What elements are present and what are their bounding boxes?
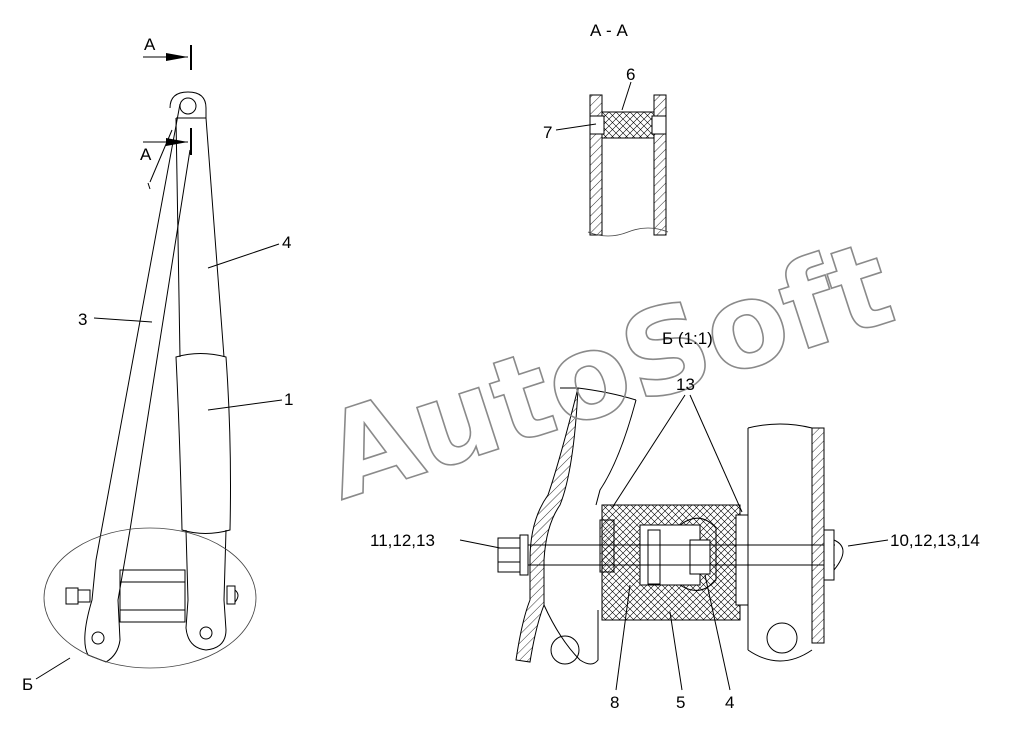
section-aa-title: А - А xyxy=(590,21,628,40)
callout-part-13-top: 13 xyxy=(676,375,695,394)
callout-part-5: 5 xyxy=(676,693,685,712)
callout-part-4-main: 4 xyxy=(282,233,291,252)
section-arrow-top xyxy=(143,45,192,70)
callout-part-7: 7 xyxy=(543,123,552,142)
detail-b-ellipse xyxy=(43,527,257,669)
detail-b-title: Б (1:1) xyxy=(662,329,713,348)
callout-part-1: 1 xyxy=(284,390,293,409)
detail-b-view xyxy=(459,387,889,691)
lower-fork xyxy=(65,529,239,651)
section-aa-view xyxy=(555,81,669,237)
callout-part-4-detail: 4 xyxy=(725,693,734,712)
callout-part-3: 3 xyxy=(78,310,87,329)
callout-part-6: 6 xyxy=(626,65,635,84)
tube-part-4 xyxy=(169,91,225,358)
callout-part-8: 8 xyxy=(610,693,619,712)
detail-b-marker: Б xyxy=(22,675,33,694)
sleeve-part-1 xyxy=(175,353,231,534)
section-arrow-bottom xyxy=(143,128,192,155)
section-arrow-bottom-label: А xyxy=(140,145,152,164)
section-arrow-top-label: А xyxy=(144,35,156,54)
main-assembly-view xyxy=(35,45,283,680)
callout-group-right: 10,12,13,14 xyxy=(890,531,980,550)
strut-part-3 xyxy=(84,103,191,663)
callout-group-left: 11,12,13 xyxy=(370,531,435,550)
